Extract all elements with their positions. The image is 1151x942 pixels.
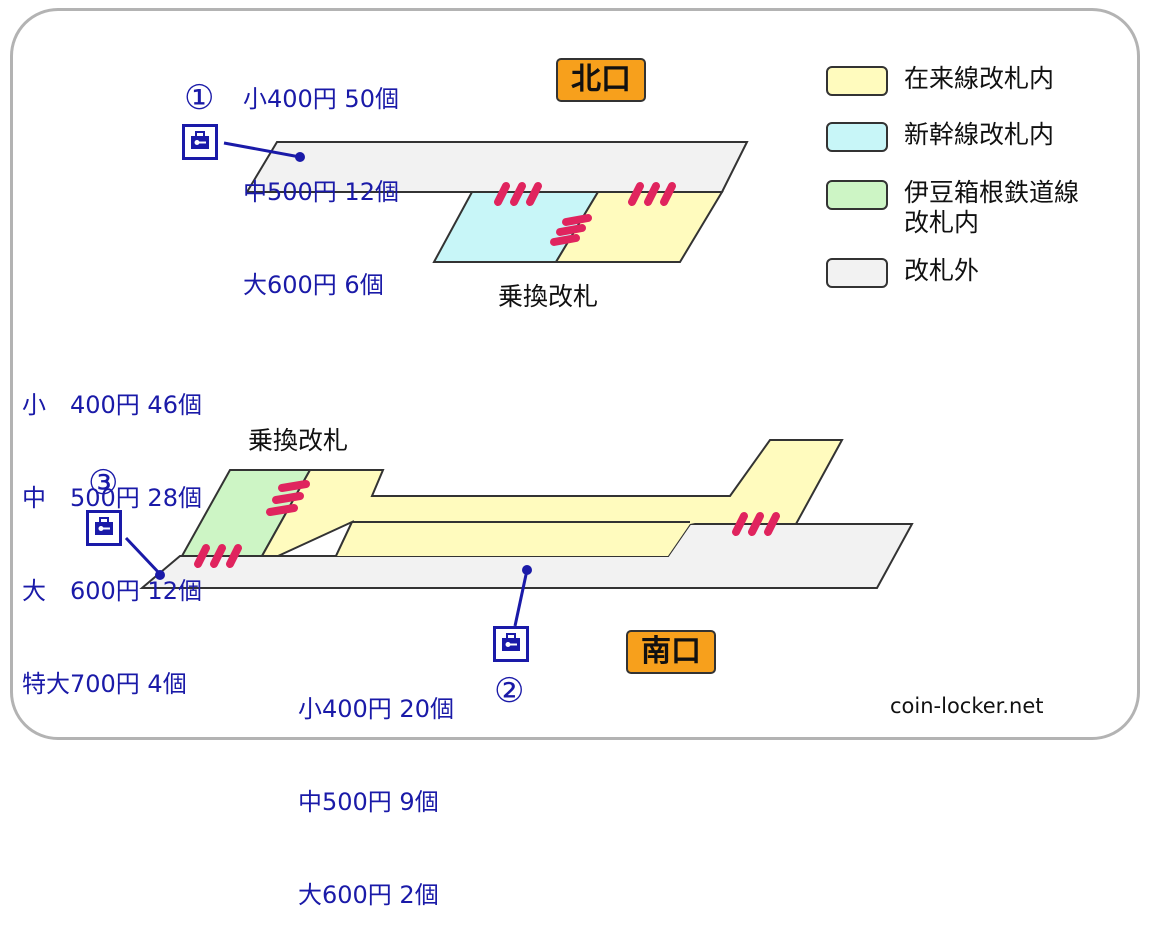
locker-2-icon-box[interactable] — [493, 626, 529, 662]
north-exit-badge: 北口 — [556, 58, 646, 102]
legend-label-conventional: 在来線改札内 — [904, 64, 1055, 93]
locker-3-number: ③ — [88, 463, 119, 503]
locker-2-line: 小400円 20個 — [298, 695, 454, 723]
locker-3-line: 中 500円 28個 — [22, 484, 202, 512]
legend-item-izuhakone: 伊豆箱根鉄道線 改札内 — [826, 178, 1079, 238]
legend-label-shinkansen: 新幹線改札内 — [904, 120, 1055, 149]
locker-1-location-dot — [295, 152, 305, 162]
station-map — [124, 141, 914, 627]
locker-2-number: ② — [494, 671, 525, 711]
legend-label-izuhakone: 伊豆箱根鉄道線 改札内 — [904, 178, 1080, 237]
locker-2-line: 大600円 2個 — [298, 881, 439, 909]
gate-mark-transfer-lower — [266, 480, 310, 516]
gate-mark-lower-left — [194, 544, 242, 568]
locker-2-info: 小400円 20個 中500円 9個 大600円 2個 — [298, 632, 454, 942]
legend-swatch-conventional — [826, 66, 888, 96]
gate-mark-lower-right — [732, 512, 780, 536]
legend-label-outside: 改札外 — [904, 256, 980, 285]
locker-3-info: 小 400円 46個 中 500円 28個 大 600円 12個 特大700円 … — [22, 328, 202, 731]
locker-2-location-dot — [522, 565, 532, 575]
legend-item-outside: 改札外 — [826, 256, 979, 288]
conventional-corridor-inner — [336, 522, 700, 556]
locker-1-line: 大600円 6個 — [243, 271, 384, 299]
locker-1-line: 小400円 50個 — [243, 85, 399, 113]
locker-1-number: ① — [184, 78, 215, 118]
legend-swatch-izuhakone — [826, 180, 888, 210]
locker-3-line: 大 600円 12個 — [22, 577, 202, 605]
locker-3-location-dot — [155, 570, 165, 580]
locker-1-icon-box[interactable] — [182, 124, 218, 160]
legend-swatch-outside — [826, 258, 888, 288]
locker-3-line: 小 400円 46個 — [22, 391, 202, 419]
gate-mark-upper-right — [628, 182, 676, 206]
locker-icon — [191, 131, 209, 149]
locker-2-line: 中500円 9個 — [298, 788, 439, 816]
locker-connectors — [124, 141, 529, 627]
gate-mark-transfer-upper — [550, 214, 592, 246]
locker-1-info: 小400円 50個 中500円 12個 大600円 6個 — [243, 22, 399, 332]
legend-swatch-shinkansen — [826, 122, 888, 152]
gate-mark-upper-left — [494, 182, 542, 206]
site-credit: coin-locker.net — [890, 694, 1044, 718]
locker-icon — [502, 633, 520, 651]
locker-1-line: 中500円 12個 — [243, 178, 399, 206]
transfer-gate-label-lower: 乗換改札 — [248, 426, 349, 455]
locker-3-icon-box[interactable] — [86, 510, 122, 546]
legend-item-shinkansen: 新幹線改札内 — [826, 120, 1054, 152]
south-exit-badge: 南口 — [626, 630, 716, 674]
legend-item-conventional: 在来線改札内 — [826, 64, 1054, 96]
locker-icon — [95, 517, 113, 535]
locker-3-line: 特大700円 4個 — [22, 670, 187, 698]
gate-marks — [194, 182, 780, 568]
transfer-gate-label-upper: 乗換改札 — [498, 282, 599, 311]
